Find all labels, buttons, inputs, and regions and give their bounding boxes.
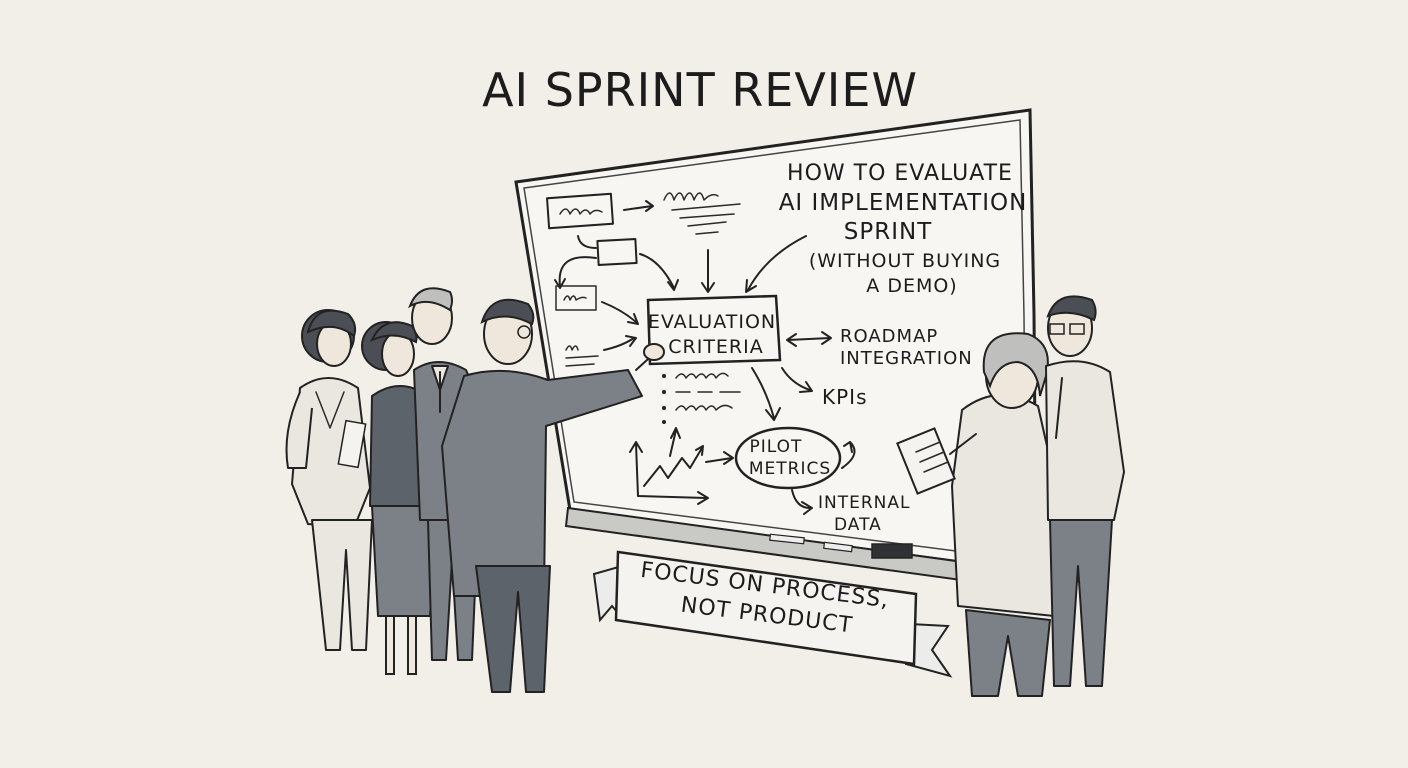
marker <box>823 541 853 553</box>
criteria-line: EVALUATION <box>648 311 776 333</box>
person-man-right <box>1045 295 1125 687</box>
heading-line: (WITHOUT BUYING <box>809 250 1001 272</box>
pilot-line: PILOT <box>750 437 803 457</box>
heading-line: SPRINT <box>844 219 933 245</box>
pilot-metrics: PILOT METRICS <box>734 426 856 490</box>
person-woman-left <box>285 309 373 651</box>
page-title: AI SPRINT REVIEW <box>482 63 918 117</box>
marker <box>769 533 805 545</box>
kpis: KPIs <box>781 367 868 409</box>
flow-sketch <box>546 192 807 367</box>
bullet-list <box>662 367 781 424</box>
whiteboard-heading: HOW TO EVALUATE AI IMPLEMENTATION SPRINT… <box>779 161 1028 297</box>
kpis-label: KPIs <box>822 385 868 409</box>
eraser <box>871 543 913 559</box>
evaluation-criteria-box: EVALUATION CRITERIA <box>646 294 782 366</box>
clipboard <box>896 427 956 495</box>
person-woman-clipboard <box>896 332 1057 697</box>
internal-line: INTERNAL <box>818 493 911 513</box>
heading-line: A DEMO) <box>866 275 957 297</box>
roadmap-line: INTEGRATION <box>840 348 973 369</box>
internal-data: INTERNAL DATA <box>791 489 911 535</box>
heading-line: HOW TO EVALUATE <box>787 161 1013 186</box>
internal-line: DATA <box>834 515 882 535</box>
roadmap-integration: ROADMAP INTEGRATION <box>786 326 973 369</box>
pilot-line: METRICS <box>749 459 831 479</box>
roadmap-line: ROADMAP <box>840 326 938 347</box>
heading-line: AI IMPLEMENTATION <box>779 190 1028 216</box>
person-presenter <box>441 298 665 693</box>
criteria-line: CRITERIA <box>668 336 764 358</box>
trend-chart <box>629 427 734 505</box>
